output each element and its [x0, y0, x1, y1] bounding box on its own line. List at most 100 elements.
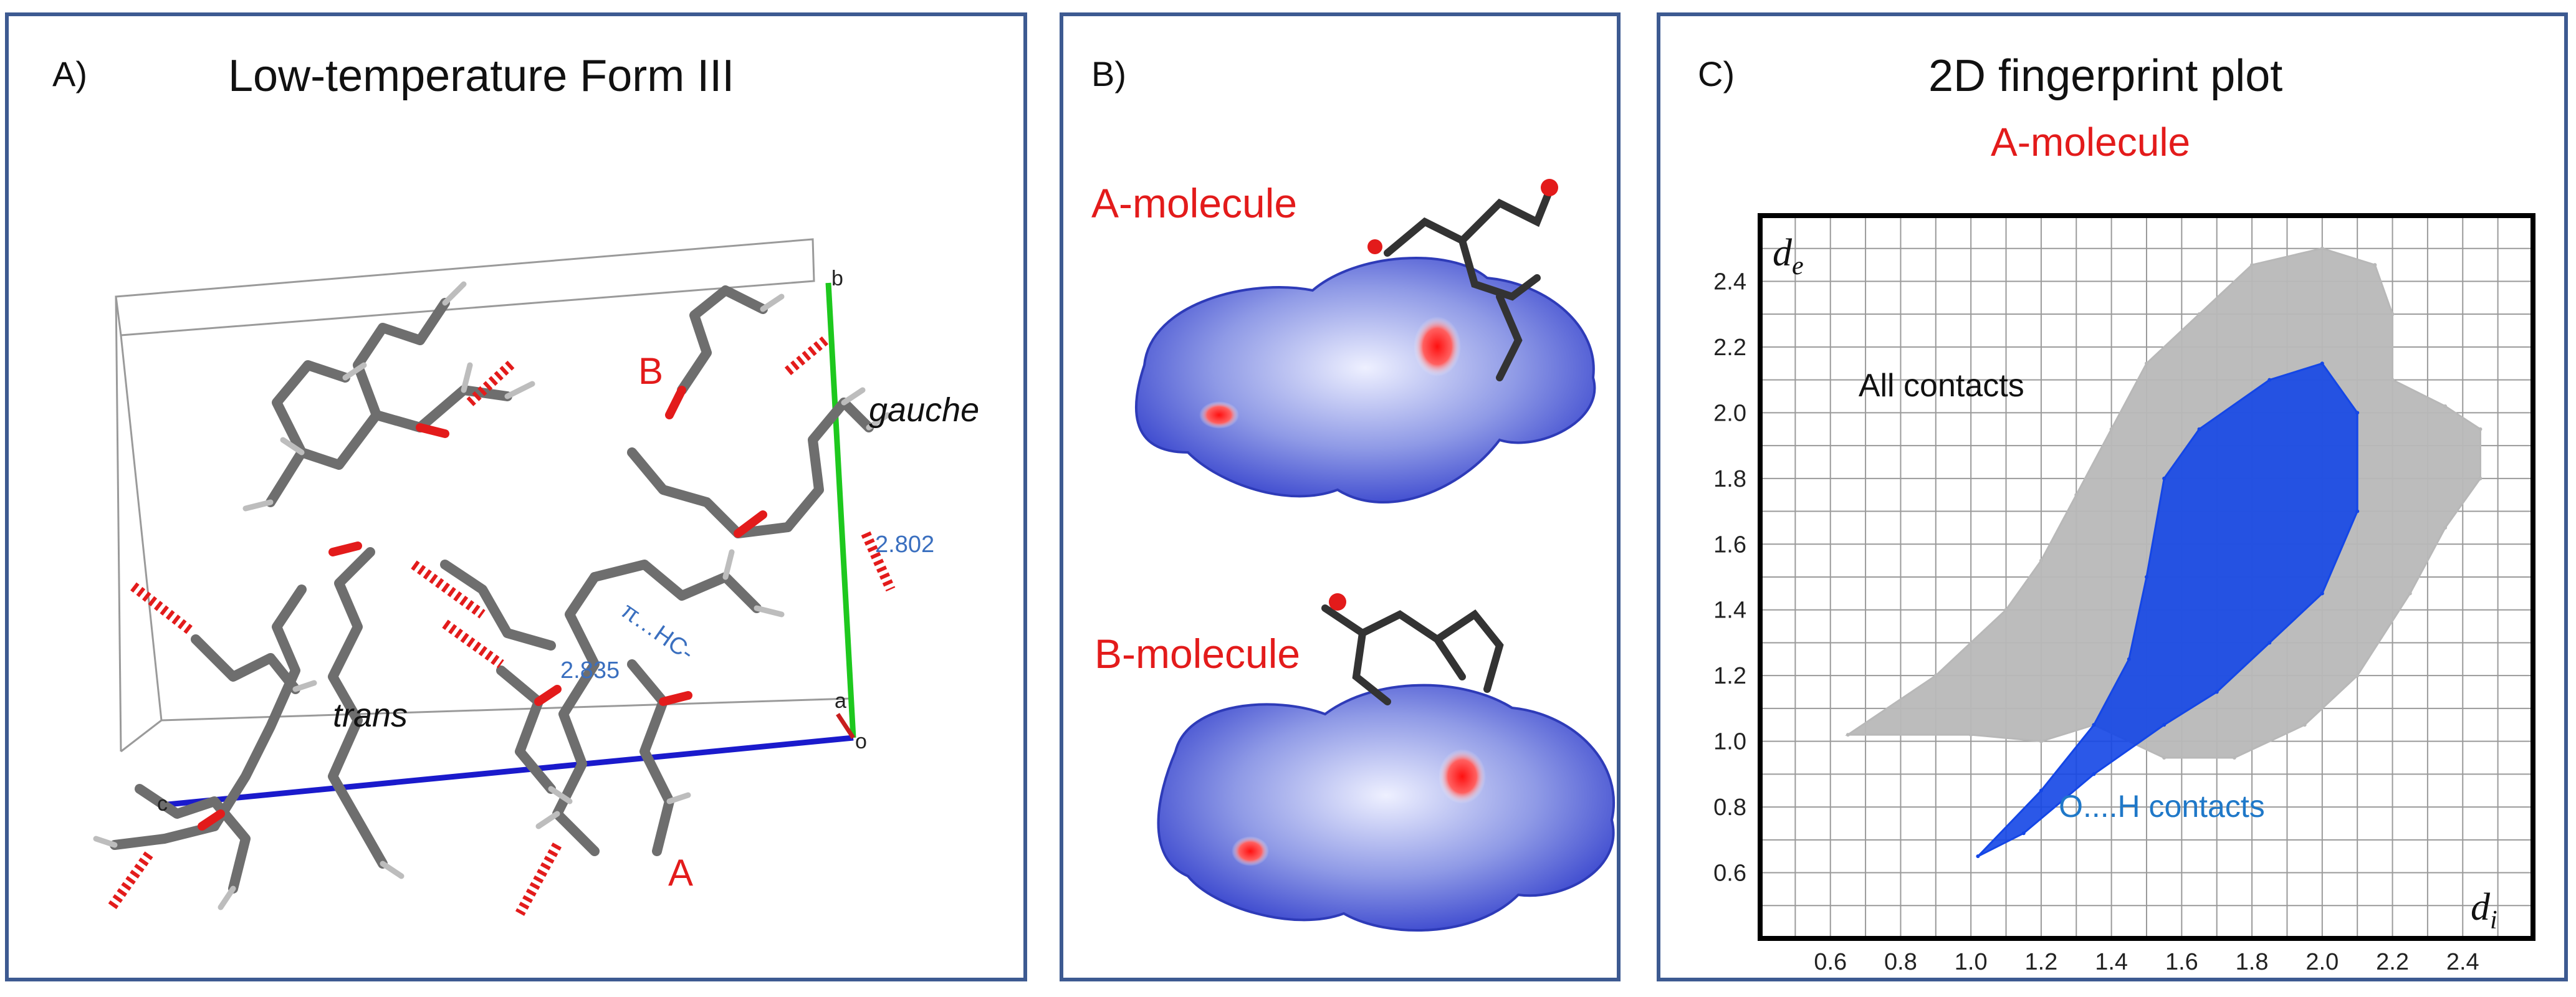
- all-contacts-point: [1933, 674, 1938, 678]
- oxygen-contact-rods: [107, 336, 896, 916]
- oh-contacts-region: [1977, 362, 2358, 857]
- oh-contacts-point: [2092, 723, 2096, 727]
- all-contacts-point: [2302, 723, 2307, 727]
- all-contacts-point: [2250, 263, 2254, 267]
- all-contacts-label: All contacts: [1859, 368, 2024, 404]
- oh-contacts-point: [2355, 411, 2360, 415]
- a-molecule-label: A-molecule: [1091, 180, 1298, 226]
- b-molecule-label: B-molecule: [1094, 631, 1301, 677]
- hydrogen-sticks: [93, 281, 891, 910]
- axis-label-b: b: [831, 267, 843, 290]
- axis-label-a: a: [835, 689, 846, 713]
- oh-contacts-point: [2039, 788, 2043, 793]
- oh-contacts-point: [2127, 657, 2131, 661]
- trans-label: trans: [333, 697, 408, 734]
- y-tick-label: 0.8: [1713, 794, 1746, 821]
- y-tick-label: 1.2: [1713, 663, 1746, 689]
- a-molecule-sticks: [1384, 187, 1553, 381]
- all-contacts-point: [2039, 558, 2043, 563]
- all-contacts-point: [2443, 404, 2448, 408]
- y-tick-label: 0.6: [1713, 861, 1746, 887]
- all-contacts-point: [2162, 756, 2167, 760]
- b-molecule-sticks: [1321, 604, 1504, 705]
- x-tick-label: 1.2: [2024, 949, 2057, 975]
- oh-contacts-point: [2197, 427, 2201, 431]
- a-molecule-surface: [1134, 257, 1596, 503]
- all-contacts-point: [1846, 733, 1850, 737]
- all-contacts-point: [2390, 312, 2395, 317]
- oh-contacts-label: O....H contacts: [2059, 789, 2265, 824]
- crystal-packing-diagram: b a o c B A gauche trans 2.802 π…HC- 2.8…: [93, 238, 979, 916]
- y-tick-label: 1.4: [1713, 598, 1746, 624]
- y-tick-label: 1.8: [1713, 466, 1746, 492]
- panel-c-title: 2D fingerprint plot: [1928, 51, 2283, 101]
- a-hotspot-2: [1199, 401, 1239, 429]
- all-contacts-point: [2145, 361, 2148, 366]
- b-oxygen-atom: [1329, 593, 1346, 611]
- distance-2802: 2.802: [875, 532, 934, 558]
- oh-contacts-point: [2092, 772, 2096, 776]
- x-tick-label: 1.8: [2236, 949, 2269, 975]
- y-axis-label: de: [1773, 232, 1804, 280]
- oh-contacts-point: [2267, 378, 2272, 382]
- b-hotspot-1: [1439, 749, 1486, 804]
- x-axis-label: di: [2471, 886, 2497, 935]
- x-tick-label: 1.6: [2165, 949, 2198, 975]
- oh-contacts-point: [2355, 509, 2360, 513]
- oh-contacts-point: [2145, 575, 2148, 579]
- axis-a-line: [836, 713, 855, 739]
- y-tick-label: 1.0: [1713, 729, 1746, 755]
- oh-contacts-point: [2162, 723, 2167, 727]
- all-contacts-point: [2004, 608, 2008, 612]
- pi-hc-label: π…HC-: [616, 598, 699, 666]
- gauche-label: gauche: [869, 391, 979, 429]
- all-contacts-point: [2074, 493, 2079, 497]
- distance-2835: 2.835: [560, 657, 620, 684]
- axis-label-c: c: [157, 792, 168, 816]
- oh-contacts-point: [2320, 591, 2324, 596]
- a-oxygen-atom-2: [1367, 239, 1382, 254]
- a-hotspot-1: [1414, 317, 1461, 376]
- y-tick-label: 2.2: [1713, 335, 1746, 361]
- axis-label-o: o: [855, 730, 867, 753]
- all-contacts-point: [2320, 246, 2324, 250]
- all-contacts-point: [2443, 525, 2448, 530]
- oh-contacts-point: [1976, 854, 1980, 859]
- b-hotspot-2: [1232, 836, 1269, 866]
- oh-contacts-point: [2162, 476, 2167, 480]
- x-tick-label: 0.8: [1884, 949, 1917, 975]
- x-tick-label: 1.4: [2095, 949, 2128, 975]
- all-contacts-point: [1969, 733, 1973, 737]
- all-contacts-point: [2408, 591, 2412, 596]
- panel-c-label: C): [1698, 54, 1735, 93]
- hirshfeld-surfaces: [1134, 179, 1616, 932]
- oxygen-bonds: [198, 386, 767, 831]
- b-molecule-surface: [1157, 684, 1616, 932]
- x-tick-label: 2.2: [2376, 949, 2409, 975]
- a-oxygen-atom: [1541, 179, 1558, 196]
- all-contacts-point: [2478, 476, 2483, 480]
- axis-b-line: [825, 282, 856, 738]
- axis-c-line: [167, 735, 854, 808]
- panel-c-subtitle: A-molecule: [1991, 120, 2191, 165]
- y-tick-label: 1.6: [1713, 532, 1746, 558]
- all-contacts-point: [2109, 427, 2114, 431]
- all-contacts-point: [2197, 312, 2201, 317]
- panel-b-label: B): [1091, 54, 1126, 93]
- panel-c: C) 2D fingerprint plot A-molecule 0.6 0.8…: [1657, 12, 2568, 981]
- x-tick-label: 2.4: [2446, 949, 2479, 975]
- molecule-a-label: A: [668, 852, 693, 894]
- x-tick-label: 0.6: [1814, 949, 1847, 975]
- all-contacts-point: [2390, 378, 2395, 382]
- molecule-b-label: B: [638, 350, 663, 392]
- oh-contacts-point: [2267, 641, 2272, 645]
- panel-a: A) Low-temperature Form III: [5, 12, 1027, 981]
- oh-contacts-point: [2320, 361, 2324, 366]
- oh-contacts-point: [2021, 831, 2026, 836]
- oh-contacts-point: [2214, 690, 2219, 694]
- panel-a-label: A): [52, 54, 87, 93]
- all-contacts-point: [2232, 756, 2236, 760]
- y-tick-label: 2.0: [1713, 400, 1746, 426]
